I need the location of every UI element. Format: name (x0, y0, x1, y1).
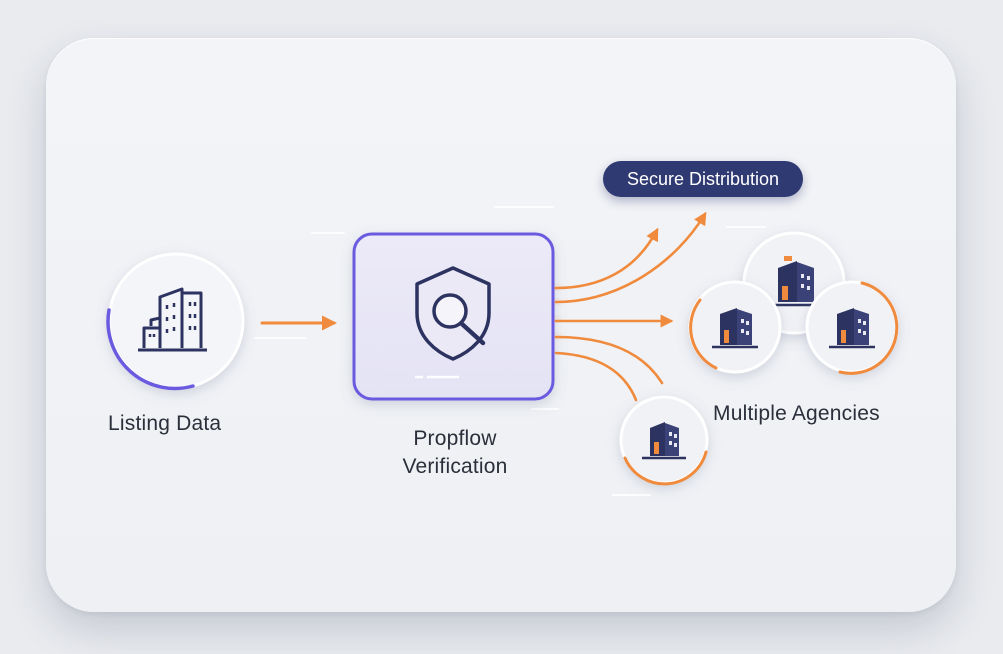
building-icon (138, 287, 207, 352)
agency-node-right[interactable] (805, 280, 899, 375)
shield-search-icon (415, 266, 491, 361)
agency-building-icon (712, 308, 758, 349)
verification-box[interactable] (352, 232, 555, 401)
verification-label-line1: Propflow (413, 427, 497, 450)
agency-node-bottom[interactable] (619, 395, 709, 486)
secure-distribution-badge[interactable]: Secure Distribution (603, 161, 803, 197)
verification-label: Propflow Verification (365, 425, 545, 481)
multiple-agencies-label: Multiple Agencies (713, 402, 880, 425)
decor-dashes (254, 206, 766, 496)
verification-label-line2: Verification (402, 455, 508, 478)
listing-data-node[interactable] (106, 252, 245, 391)
agency-building-icon (770, 256, 820, 307)
agency-node-left[interactable] (688, 280, 782, 374)
agency-building-icon (642, 422, 686, 460)
listing-data-label: Listing Data (108, 412, 222, 435)
agency-building-icon (829, 308, 875, 349)
distribution-paths (554, 211, 707, 402)
